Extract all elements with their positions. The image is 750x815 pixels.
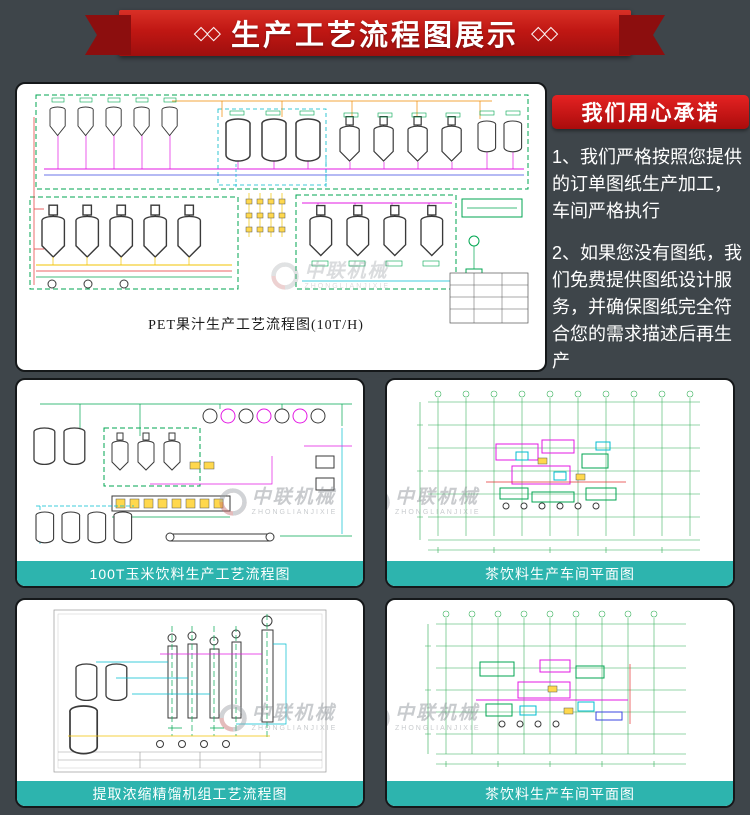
title-block xyxy=(449,272,529,324)
card-caption: 100T玉米饮料生产工艺流程图 xyxy=(89,565,291,582)
caption-bar: 茶饮料生产车间平面图 xyxy=(387,561,733,586)
card-caption: 茶饮料生产车间平面图 xyxy=(485,785,635,802)
promise-item-1: 1、我们严格按照您提供的订单图纸生产加工，车间严格执行 xyxy=(552,147,743,221)
pet-juice-flow-diagram xyxy=(29,94,529,324)
distillation-flow-diagram xyxy=(53,609,327,773)
tea-workshop-plan-diagram-1 xyxy=(417,390,700,553)
banner-right-diamonds-icon: ◇◇ xyxy=(531,22,558,44)
card-caption: 提取浓缩精馏机组工艺流程图 xyxy=(92,785,288,802)
valve-bank xyxy=(245,198,286,233)
equipment-labels xyxy=(51,97,521,118)
banner-left-diamonds-icon: ◇◇ xyxy=(193,22,221,44)
section-title-banner: ◇◇ 生产工艺流程图展示 ◇◇ xyxy=(85,10,665,56)
banner-title: 生产工艺流程图展示 xyxy=(230,20,519,52)
promise-badge: 我们用心承诺 xyxy=(552,95,749,129)
caption-bar: 提取浓缩精馏机组工艺流程图 xyxy=(17,781,363,806)
ribbon-right-end xyxy=(619,15,665,55)
promise-item-2: 2、如果您没有图纸，我们免费提供图纸设计服务，并确保图纸完全符合您的需求描述后再… xyxy=(552,243,743,371)
caption-bar: 茶饮料生产车间平面图 xyxy=(387,781,733,806)
card-caption: 茶饮料生产车间平面图 xyxy=(485,565,635,582)
corn-beverage-flow-diagram xyxy=(33,403,352,544)
main-diagram-caption: PET果汁生产工艺流程图(10T/H) xyxy=(148,318,364,333)
promise-column: 我们用心承诺 1、我们严格按照您提供的订单图纸生产加工，车间严格执行 2、如果您… xyxy=(552,95,749,375)
tea-workshop-plan-diagram-2 xyxy=(425,610,686,767)
ribbon-left-end xyxy=(85,15,131,55)
caption-bar: 100T玉米饮料生产工艺流程图 xyxy=(17,561,363,586)
